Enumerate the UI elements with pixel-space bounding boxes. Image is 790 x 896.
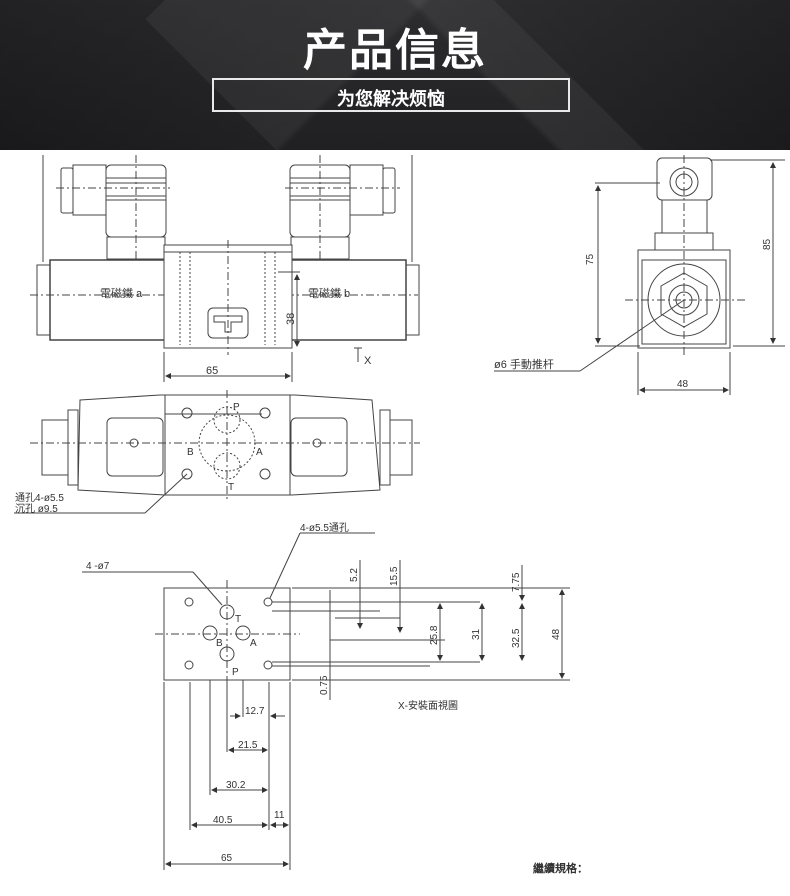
technical-drawing: 電磁鐵 a 電磁鐵 b 65 38 X 75 85 48 ø6 手動推杆 <box>14 155 785 875</box>
mount-hole-label-port: 4 -ø7 <box>86 561 110 572</box>
solenoid-a-label: 電磁鐵 a <box>100 286 143 300</box>
dim-height-85: 85 <box>762 238 773 250</box>
mount-port-a: A <box>250 638 257 649</box>
dim-30-2: 30.2 <box>226 780 246 791</box>
port-p-label: P <box>233 402 240 413</box>
dim-21-5: 21.5 <box>238 740 258 751</box>
counterbore-label: 沉孔 ø9.5 <box>15 502 58 515</box>
dim-31: 31 <box>471 628 482 640</box>
dim-25-8: 25.8 <box>429 625 440 645</box>
dim-width-65: 65 <box>206 365 218 377</box>
port-b-label: B <box>187 447 194 458</box>
dim-40-5: 40.5 <box>213 815 233 826</box>
mounting-view <box>82 532 570 870</box>
through-hole-label: 通孔4-ø5.5 <box>15 492 64 504</box>
page-title: 产品信息 <box>303 25 487 76</box>
view-arrow-label: X <box>364 355 372 367</box>
dim-15-5: 15.5 <box>389 566 400 586</box>
solenoid-b-label: 電磁鐵 b <box>308 286 350 300</box>
front-view <box>30 155 420 382</box>
mounting-view-caption: X-安裝面視圖 <box>398 699 458 712</box>
mount-port-t: T <box>235 614 241 625</box>
dim-0-75: 0.75 <box>319 675 330 695</box>
dim-5-2: 5.2 <box>349 568 360 582</box>
dim-48: 48 <box>551 628 562 640</box>
mount-hole-label-through: 4-ø5.5通孔 <box>300 522 349 534</box>
port-t-label: T <box>228 482 234 493</box>
port-a-label: A <box>256 447 263 458</box>
dim-7-75: 7.75 <box>511 572 522 592</box>
dim-height-38: 38 <box>285 313 297 325</box>
subtitle-box: 为您解决烦恼 <box>212 78 570 112</box>
dim-12-7: 12.7 <box>245 706 265 717</box>
header-banner: 产品信息 为您解决烦恼 <box>0 0 790 150</box>
top-view <box>14 390 420 514</box>
dim-width-48: 48 <box>677 379 689 390</box>
footer-partial-text: 繼續規格： <box>533 861 588 875</box>
dim-height-75: 75 <box>585 253 596 265</box>
dim-32-5: 32.5 <box>511 628 522 648</box>
mount-port-b: B <box>216 638 223 649</box>
side-view <box>494 155 785 395</box>
manual-pin-label: ø6 手動推杆 <box>494 357 554 371</box>
page-subtitle: 为您解决烦恼 <box>337 89 445 110</box>
dim-65: 65 <box>221 853 233 864</box>
mount-port-p: P <box>232 667 239 678</box>
dim-11: 11 <box>274 810 285 821</box>
